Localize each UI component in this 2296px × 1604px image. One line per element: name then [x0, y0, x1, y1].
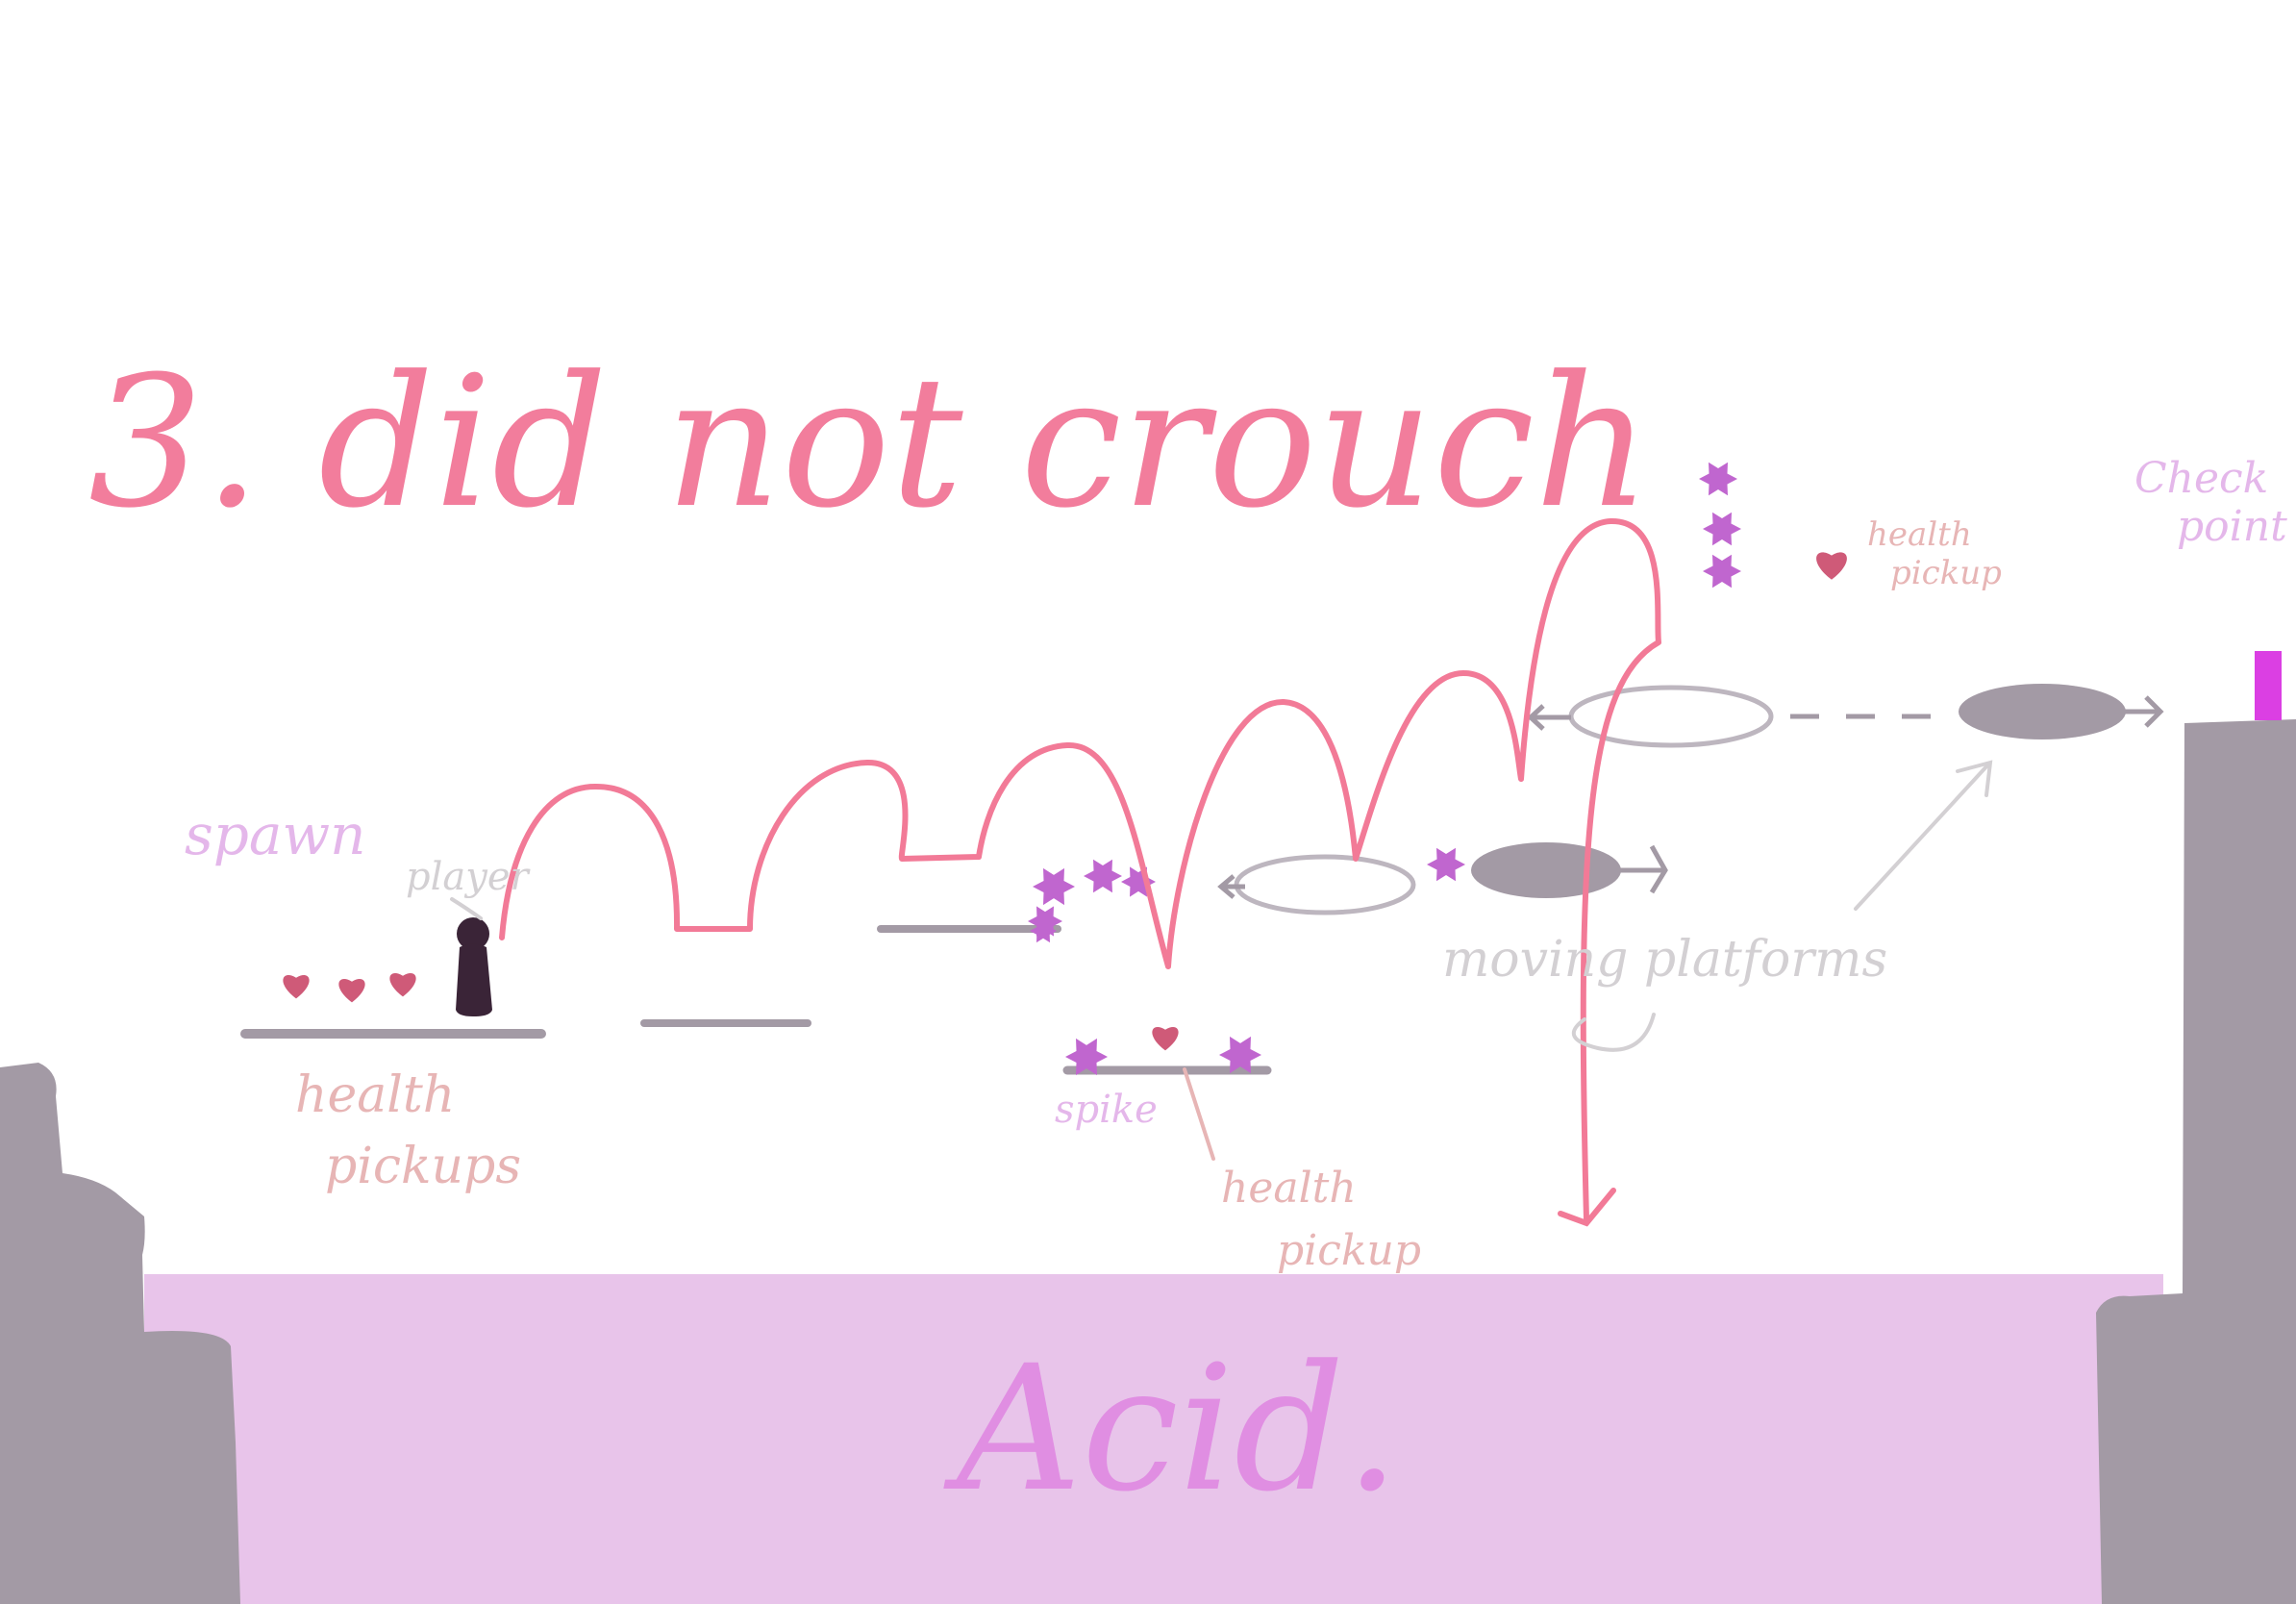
moving-platforms-label: moving platforms — [1442, 931, 1887, 989]
spike-icon — [1030, 918, 1057, 943]
spike-icon — [1033, 867, 1075, 906]
health-pickups-label-line1: health — [295, 1066, 455, 1124]
jump-path — [499, 517, 1661, 1222]
health-pickup-middle-line2: pickup — [1277, 1226, 1421, 1275]
acid-label: Acid. — [943, 1329, 1400, 1530]
health-pickups-label-line2: pickups — [325, 1138, 521, 1195]
spike-pointer-line — [1183, 1067, 1215, 1161]
arrow-icon — [1558, 1188, 1616, 1227]
health-pickup-middle-line1: health — [1221, 1164, 1357, 1213]
moving-platforms-arrowhead — [1956, 760, 1993, 797]
heart-icon — [1816, 552, 1847, 580]
heart-icon — [283, 975, 310, 999]
checkpoint-label-line1: Check — [2134, 454, 2268, 503]
spike-icon — [1703, 554, 1741, 589]
health-pickup-top-line1: health — [1867, 515, 1972, 554]
health-pickup-top-line2: pickup — [1890, 554, 2002, 592]
checkpoint-flag-icon — [2255, 651, 2282, 720]
page-title: 3. did not crouch — [88, 338, 1651, 548]
moving-platforms-arrow-up — [1854, 763, 1990, 911]
heart-icon — [338, 979, 365, 1003]
acid-pool — [144, 1274, 2163, 1604]
heart-icon — [389, 973, 416, 997]
heart-icon — [1152, 1027, 1179, 1051]
moving-platforms-arrow-left — [1571, 1013, 1656, 1052]
spike-icon — [1121, 866, 1156, 897]
spikes — [1028, 462, 1741, 1076]
player-label: player — [406, 855, 532, 899]
spike-icon — [1219, 1036, 1261, 1074]
left-wall — [0, 1063, 240, 1604]
health-pickups — [283, 552, 1847, 1051]
checkpoint-label-line2: point — [2177, 502, 2287, 551]
spike-icon — [1065, 1038, 1108, 1076]
player-pointer-line — [450, 897, 483, 920]
spike-icon — [1084, 859, 1122, 893]
right-wall — [2096, 719, 2296, 1604]
player-icon — [456, 917, 492, 1016]
moving-platform-upper-left — [1527, 685, 1774, 748]
spike-icon — [1703, 512, 1741, 546]
spike-icon — [1427, 847, 1465, 882]
moving-platform-lower-left — [1217, 854, 1416, 915]
spike-icon — [1699, 462, 1737, 496]
spike-label: spike — [1055, 1088, 1158, 1132]
moving-platform-lower-right — [1471, 842, 1668, 898]
moving-platform-upper-right — [1790, 684, 2164, 739]
spike-icon — [1028, 906, 1062, 937]
spawn-label: spawn — [185, 802, 365, 867]
